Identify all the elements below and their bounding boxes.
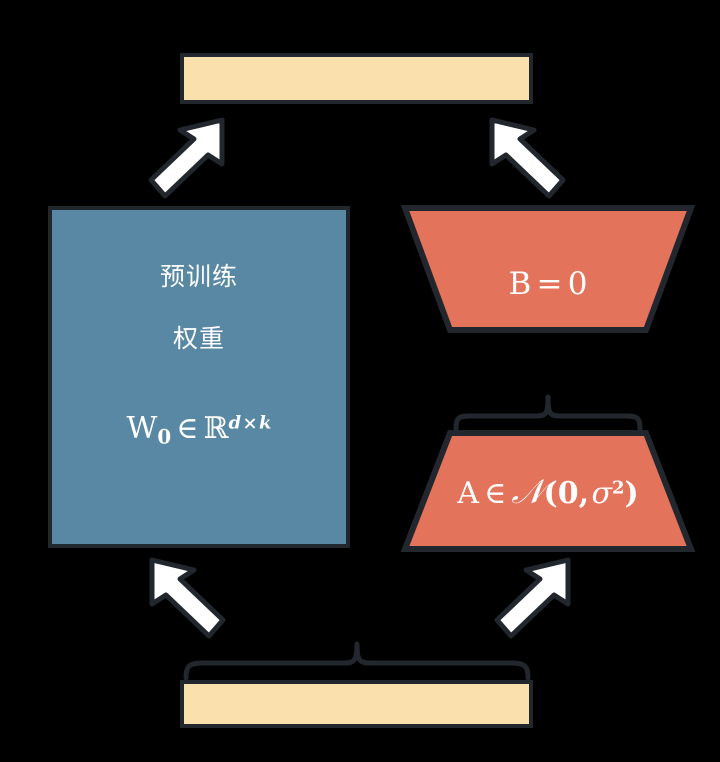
pretrained-label-line1: 预训练: [159, 262, 238, 291]
formula-matrix-subscript: 0: [157, 424, 172, 449]
arrow-pretrained-to-output: [146, 116, 238, 200]
adapter-b-block: B=0: [400, 203, 696, 335]
input-bar: [180, 680, 533, 728]
formula-real-space: ℝ: [203, 411, 229, 446]
formula-relation: ∈: [176, 411, 199, 446]
pretrained-formula: W0∈ℝd×k: [127, 411, 272, 449]
pretrained-weights-block: 预训练 权重 W0∈ℝd×k: [48, 206, 350, 548]
formula-exponent-d: d: [228, 412, 242, 434]
output-bar: [180, 53, 533, 104]
arrow-input-to-pretrained: [136, 556, 228, 640]
brace-over-adapter-a: [448, 392, 648, 433]
arrow-input-to-adapter-a: [494, 556, 586, 640]
formula-exponent-times: ×: [242, 412, 258, 434]
pretrained-label-line2: 权重: [172, 324, 225, 353]
formula-matrix-w: W: [126, 411, 158, 446]
adapter-a-block: A∈𝒩(0,σ2): [400, 428, 696, 554]
brace-over-input-bar: [180, 640, 534, 681]
formula-exponent-k: k: [259, 412, 272, 434]
arrow-adapter-b-to-output: [476, 116, 568, 200]
